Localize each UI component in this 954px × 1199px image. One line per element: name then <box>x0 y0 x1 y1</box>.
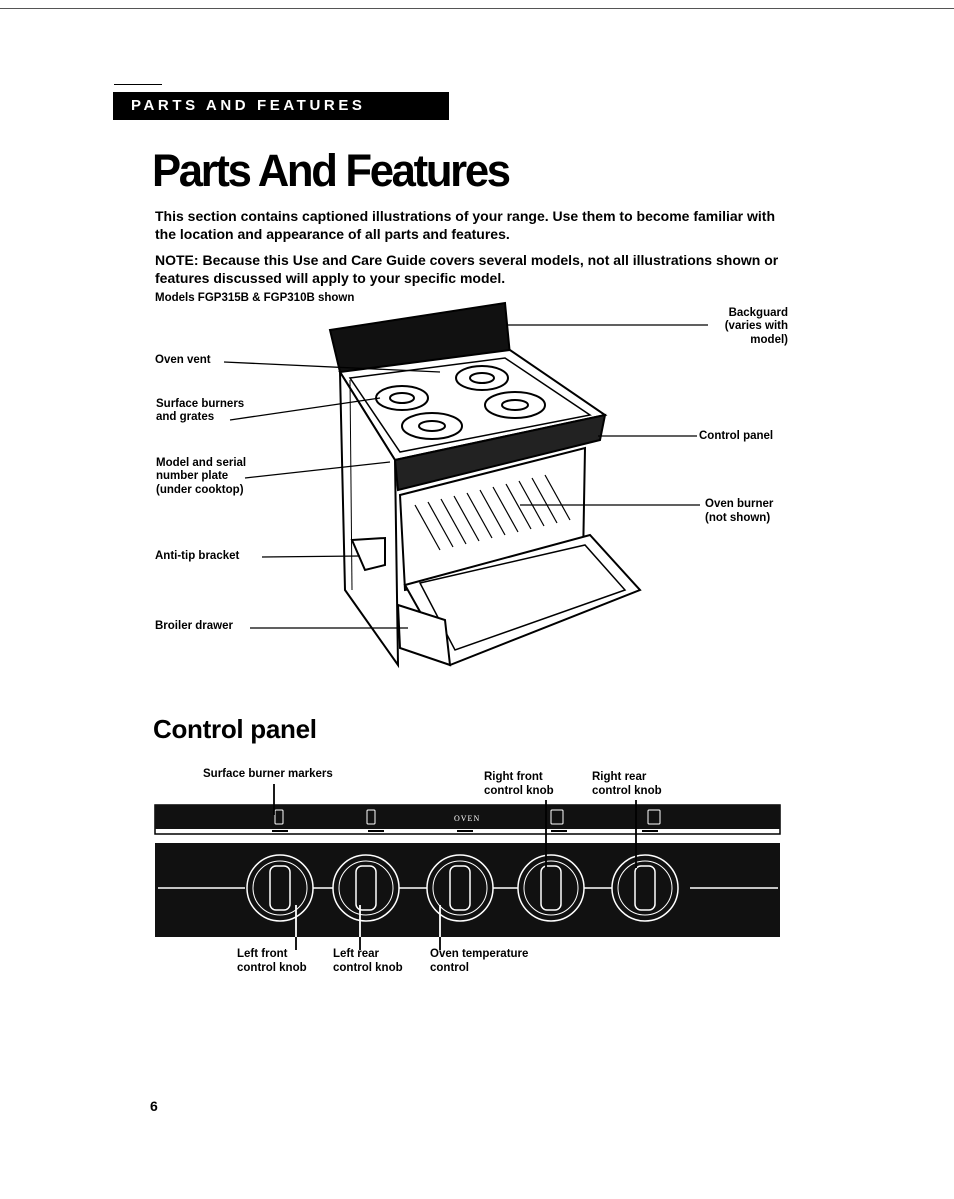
callout-oven-burner-2: (not shown) <box>705 512 771 524</box>
callout-model-plate-2: number plate <box>156 470 229 482</box>
callout-left-rear-1: Left rear <box>333 948 380 960</box>
callout-surface-markers: Surface burner markers <box>203 768 333 780</box>
control-panel-strip <box>393 413 607 492</box>
callout-broiler: Broiler drawer <box>155 620 233 632</box>
top-rule <box>0 8 954 9</box>
callout-backguard-3: model) <box>750 334 788 346</box>
control-panel-heading: Control panel <box>153 714 317 744</box>
callout-surface-burners-2: and grates <box>156 411 215 423</box>
callout-left-front-1: Left front <box>237 948 288 960</box>
anti-tip-bracket <box>350 536 386 572</box>
oven-temperature-knob <box>426 854 494 922</box>
callout-right-front-2: control knob <box>484 785 554 797</box>
callout-model-plate-1: Model and serial <box>156 457 247 469</box>
callout-surface-burners-1: Surface burners <box>156 398 245 410</box>
callout-right-front-1: Right front <box>484 771 543 783</box>
broiler-drawer <box>396 603 452 667</box>
callout-oven-temp-2: control <box>430 962 469 974</box>
callout-control-panel: Control panel <box>699 430 774 442</box>
callout-left-rear-2: control knob <box>333 962 403 974</box>
callout-oven-burner-1: Oven burner <box>705 498 774 510</box>
callout-model-plate-3: (under cooktop) <box>156 484 244 496</box>
intro-paragraph: This section contains captioned illustra… <box>155 208 775 242</box>
callout-right-rear-1: Right rear <box>592 771 647 783</box>
callout-anti-tip: Anti-tip bracket <box>155 550 240 562</box>
callout-oven-vent: Oven vent <box>155 354 211 366</box>
callout-backguard-2: (varies with <box>724 320 788 332</box>
note-paragraph: NOTE: Because this Use and Care Guide co… <box>155 251 795 287</box>
right-rear-knob <box>611 854 679 922</box>
right-front-knob <box>517 854 585 922</box>
callout-left-front-2: control knob <box>237 962 307 974</box>
section-banner: PARTS AND FEATURES <box>113 92 449 120</box>
surface-burner-front-left <box>401 412 463 440</box>
banner-rule <box>114 84 162 85</box>
callout-oven-temp-1: Oven temperature <box>430 948 529 960</box>
models-caption: Models FGP315B & FGP310B shown <box>155 292 355 304</box>
callout-backguard-1: Backguard <box>728 307 788 319</box>
page-title: Parts And Features <box>152 145 511 196</box>
left-front-knob <box>246 854 314 922</box>
range-side <box>338 368 400 669</box>
callout-right-rear-2: control knob <box>592 785 662 797</box>
surface-burner-front-right <box>484 391 546 419</box>
note-text: Because this Use and Care Guide covers s… <box>155 252 779 286</box>
burner-marker-icons <box>274 809 661 825</box>
left-rear-knob <box>332 854 400 922</box>
note-label: NOTE: <box>155 252 199 268</box>
surface-burner-rear-right <box>455 365 509 391</box>
oven-panel-label: OVEN <box>454 814 481 823</box>
page-number: 6 <box>150 1098 158 1114</box>
